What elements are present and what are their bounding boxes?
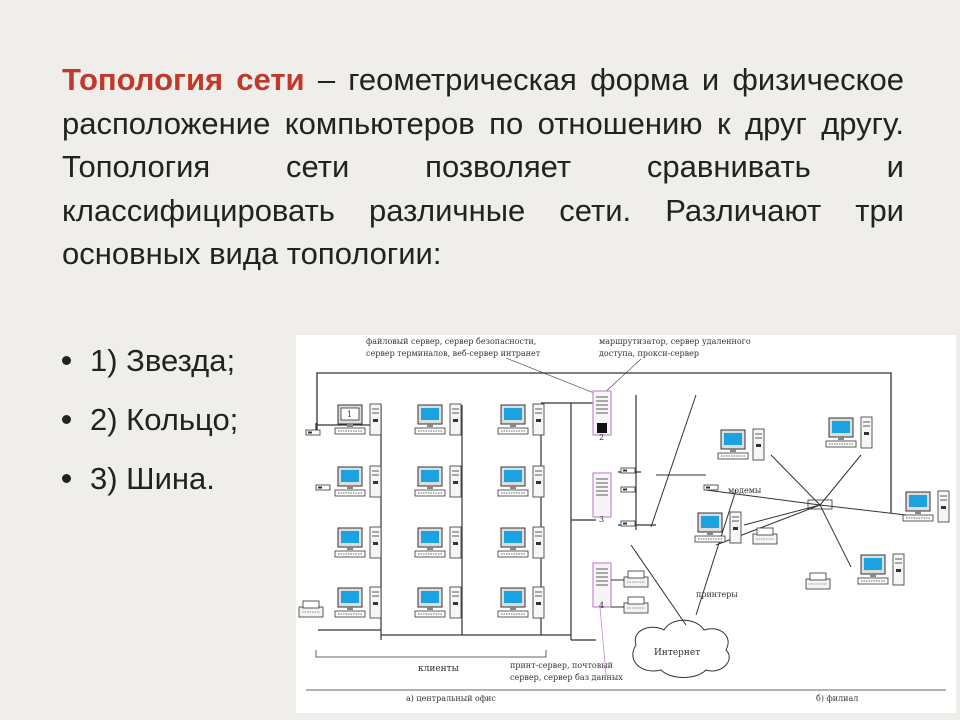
- number-3: 3: [599, 515, 604, 524]
- label-modems: модемы: [728, 486, 762, 495]
- label-servers-group-2a: маршрутизатор, сервер удаленного: [599, 337, 751, 346]
- label-print-server-b: сервер, сервер баз данных: [510, 673, 623, 682]
- term-network-topology: Топология сети: [62, 62, 305, 97]
- label-servers-group-1b: сервер терминалов, веб-сервер интранет: [366, 349, 541, 358]
- list-item-star: 1) Звезда;: [62, 338, 238, 397]
- number-4: 4: [599, 601, 604, 610]
- label-servers-group-2b: доступа, прокси-сервер: [599, 349, 699, 358]
- label-clients: клиенты: [418, 664, 459, 674]
- topology-list: 1) Звезда; 2) Кольцо; 3) Шина.: [62, 338, 238, 515]
- label-print-server-a: принт-сервер, почтовый: [510, 661, 613, 670]
- number-2: 2: [599, 433, 604, 442]
- label-internet: Интернет: [654, 648, 700, 658]
- caption-branch: б) филиал: [816, 694, 858, 703]
- label-printers: принтеры: [696, 590, 738, 599]
- network-diagram: файловый сервер, сервер безопасности, се…: [296, 335, 956, 713]
- label-servers-group-1a: файловый сервер, сервер безопасности,: [366, 337, 536, 346]
- caption-central-office: а) центральный офис: [406, 694, 496, 703]
- network-diagram-svg: файловый сервер, сервер безопасности, се…: [298, 337, 950, 703]
- definition-paragraph: Топология сети – геометрическая форма и …: [62, 58, 904, 276]
- list-item-bus: 3) Шина.: [62, 456, 238, 515]
- number-1-label: 1: [347, 410, 352, 419]
- list-item-ring: 2) Кольцо;: [62, 397, 238, 456]
- definition-text: – геометрическая форма и физическое расп…: [62, 62, 904, 271]
